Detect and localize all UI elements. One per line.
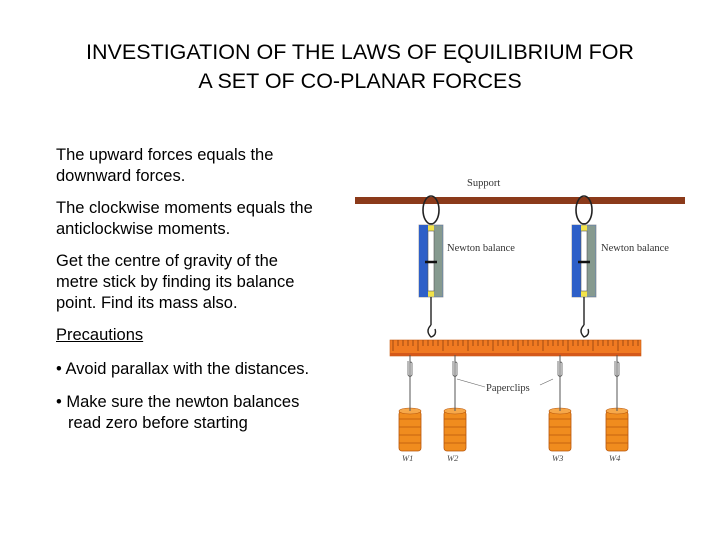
slotted-weight (605, 407, 629, 452)
paragraph-line: The clockwise moments equals the (56, 199, 313, 217)
weight-body (398, 410, 422, 452)
paragraph-line: metre stick by finding its balance (56, 273, 295, 291)
paragraph-line: downward forces. (56, 167, 186, 185)
support-label: Support (467, 178, 500, 189)
metre-stick-edge (390, 353, 641, 356)
balance-scale-stripe (587, 225, 596, 297)
balance-hook (427, 324, 437, 338)
balance-scale-stripe (419, 225, 428, 297)
paragraph-line: point. Find its mass also. (56, 294, 238, 312)
paragraph-line: The upward forces equals the (56, 146, 274, 164)
title-line-1: INVESTIGATION OF THE LAWS OF EQUILIBRIUM… (86, 40, 634, 64)
bullet-line: read zero before starting (68, 414, 248, 432)
weight-label: W1 (402, 453, 413, 463)
balance-scale-stripe (434, 225, 443, 297)
paperclip-icon (407, 361, 413, 377)
bullet-parallax: • Avoid parallax with the distances. (56, 360, 310, 378)
slotted-weight (548, 407, 572, 452)
balance-label-right: Newton balance (601, 243, 669, 254)
metre-stick (389, 339, 642, 357)
bullet-line: • Make sure the newton balances (56, 393, 300, 411)
slide-title: INVESTIGATION OF THE LAWS OF EQUILIBRIUM… (20, 38, 700, 96)
pointer-line (456, 378, 486, 388)
slide-body: The upward forces equals the downward fo… (56, 145, 356, 446)
weight-body (548, 410, 572, 452)
paragraph-moments: The clockwise moments equals the anticlo… (56, 198, 356, 240)
paperclips-label: Paperclips (486, 383, 530, 394)
newton-balance-left (418, 195, 444, 338)
newton-balance-right (571, 195, 597, 338)
title-line-2: A SET OF CO-PLANAR FORCES (198, 69, 522, 93)
balance-hook (580, 324, 590, 338)
paperclip-pointers (456, 378, 554, 388)
support-bar (355, 197, 685, 204)
weight-label: W3 (552, 453, 563, 463)
paragraph-line: Get the centre of gravity of the (56, 252, 278, 270)
paperclip-icon (452, 361, 458, 377)
pointer-line (539, 378, 554, 386)
weight-label: W2 (447, 453, 459, 463)
slotted-weight (398, 407, 422, 452)
precautions-heading: Precautions (56, 326, 144, 344)
weight-body (605, 410, 629, 452)
balance-scale-stripe (572, 225, 581, 297)
weight-label: W4 (609, 453, 621, 463)
equilibrium-apparatus-diagram: Support Newton balance N (355, 165, 690, 465)
paperclip-icon (557, 361, 563, 377)
bullet-zero-balances: • Make sure the newton balances read zer… (56, 392, 356, 434)
paragraph-centre-of-gravity: Get the centre of gravity of the metre s… (56, 251, 356, 314)
paperclip-icon (614, 361, 620, 377)
paragraph-line: anticlockwise moments. (56, 220, 231, 238)
weight-body (443, 410, 467, 452)
slotted-weight (443, 407, 467, 452)
balance-label-left: Newton balance (447, 243, 515, 254)
hanging-weights: W1 W2 W3 W4 (398, 355, 629, 463)
paragraph-upward-forces: The upward forces equals the downward fo… (56, 145, 356, 187)
apparatus-svg: Support Newton balance N (355, 178, 685, 463)
